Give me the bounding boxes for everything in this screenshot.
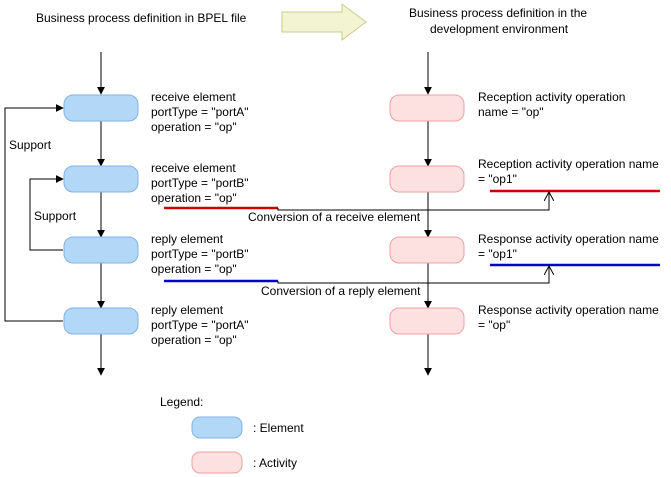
support-bracket-outer [4, 104, 64, 322]
svg-text:Response activity operation na: Response activity operation name [478, 303, 659, 317]
support-inner-label: Support [34, 209, 77, 223]
svg-text:operation = "op": operation = "op" [151, 191, 237, 205]
svg-text:operation = "op": operation = "op" [151, 333, 237, 347]
activity-node-response-op1 [389, 236, 465, 264]
reply-conversion-connector [277, 266, 549, 284]
svg-text:receive element: receive element [151, 161, 236, 175]
svg-text:portType = "portB": portType = "portB" [151, 247, 249, 261]
svg-text:name = "op": name = "op" [478, 105, 544, 119]
legend-activity-label: : Activity [253, 456, 297, 470]
right-title-line2: development environment [430, 22, 569, 36]
support-bracket-inner [29, 175, 64, 251]
svg-text:= "op1": = "op1" [478, 247, 517, 261]
svg-text:reply element: reply element [151, 232, 224, 246]
svg-text:Reception activity operation n: Reception activity operation name [478, 157, 659, 171]
svg-text:operation = "op": operation = "op" [151, 120, 237, 134]
activity-label-2: Reception activity operation name = "op1… [478, 157, 659, 186]
left-title: Business process definition in BPEL file [36, 11, 247, 25]
legend-title: Legend: [160, 395, 203, 409]
element-node-receive-portb [63, 165, 139, 193]
element-node-receive-porta [63, 94, 139, 122]
svg-text:reply element: reply element [151, 303, 224, 317]
activity-node-reception-op [389, 94, 465, 122]
activity-nodes [389, 94, 465, 335]
conversion-direction-arrow-icon [281, 3, 367, 41]
element-node-reply-porta [63, 307, 139, 335]
svg-text:receive element: receive element [151, 90, 236, 104]
svg-text:portType = "portA": portType = "portA" [151, 105, 249, 119]
element-label-4: reply element portType = "portA" operati… [151, 303, 249, 347]
activity-label-1: Reception activity operation name = "op" [478, 90, 625, 119]
element-label-3: reply element portType = "portB" operati… [151, 232, 249, 276]
svg-text:Reception activity operation: Reception activity operation [478, 90, 625, 104]
svg-text:= "op": = "op" [478, 318, 510, 332]
activity-label-4: Response activity operation name = "op" [478, 303, 659, 332]
svg-text:Response activity operation na: Response activity operation name [478, 232, 659, 246]
receive-conversion-label: Conversion of a receive element [248, 210, 421, 224]
activity-node-response-op [389, 307, 465, 335]
reply-conversion-label: Conversion of a reply element [261, 284, 421, 298]
svg-text:operation = "op": operation = "op" [151, 262, 237, 276]
activity-label-3: Response activity operation name = "op1" [478, 232, 659, 261]
receive-conversion-connector [277, 192, 549, 211]
svg-text:portType = "portA": portType = "portA" [151, 318, 249, 332]
svg-text:portType = "portB": portType = "portB" [151, 176, 249, 190]
element-node-reply-portb [63, 236, 139, 264]
bpel-element-nodes [63, 94, 139, 335]
right-title-line1: Business process definition in the [409, 6, 587, 20]
element-label-2: receive element portType = "portB" opera… [151, 161, 249, 205]
element-label-1: receive element portType = "portA" opera… [151, 90, 249, 134]
support-outer-label: Support [9, 138, 52, 152]
legend-activity-swatch [191, 451, 243, 474]
legend-element-swatch [191, 416, 243, 439]
svg-text:= "op1": = "op1" [478, 172, 517, 186]
activity-node-reception-op1 [389, 165, 465, 193]
legend-element-label: : Element [253, 421, 304, 435]
